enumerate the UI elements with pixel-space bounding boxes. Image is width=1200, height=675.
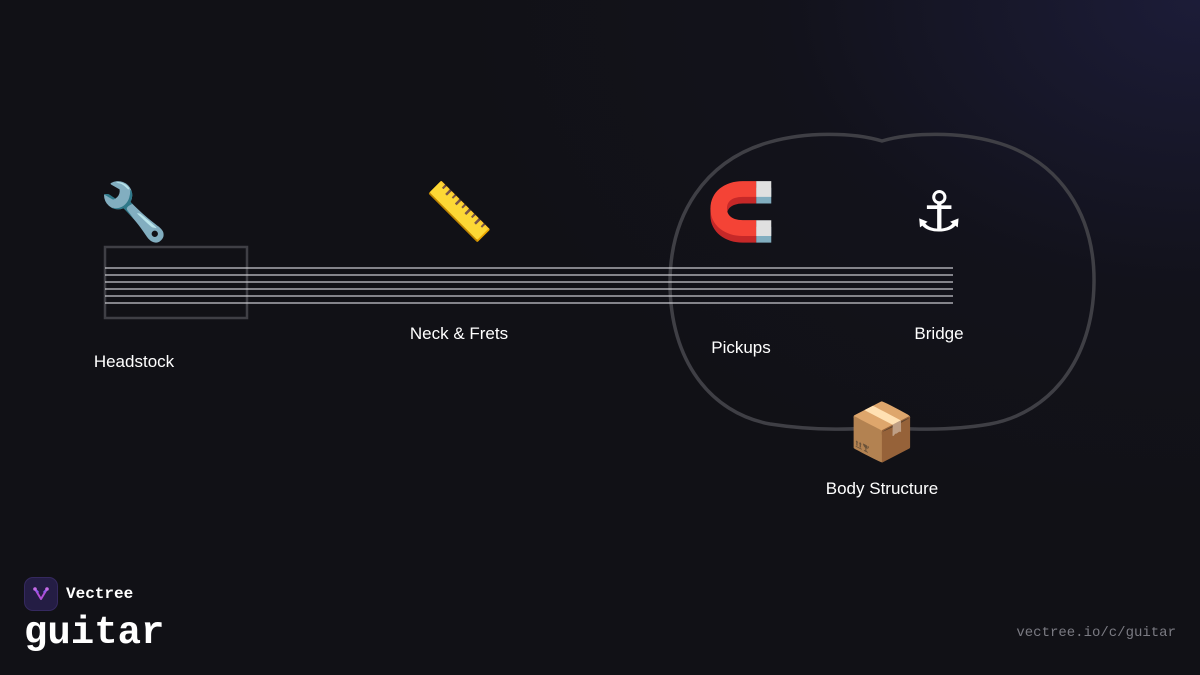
magnet-icon: 🧲 — [706, 180, 776, 245]
node-label-headstock: Headstock — [93, 352, 175, 371]
guitar-body-outline — [668, 132, 1096, 431]
package-icon: 📦 — [847, 400, 917, 465]
node-label-neck-frets: Neck & Frets — [409, 324, 509, 343]
node-label-pickups: Pickups — [711, 338, 771, 357]
wrench-icon: 🔧 — [99, 180, 169, 245]
anchor-icon: ⚓ — [913, 180, 965, 245]
node-label-body-structure: Body Structure — [825, 479, 939, 498]
node-label-bridge: Bridge — [914, 324, 964, 343]
page-url[interactable]: vectree.io/c/guitar — [1016, 625, 1176, 641]
ruler-icon: 📏 — [424, 180, 494, 245]
page-title: guitar — [24, 611, 165, 655]
brand[interactable]: Vectree — [24, 577, 133, 611]
brand-name: Vectree — [66, 585, 134, 603]
strings — [105, 267, 953, 304]
vectree-logo-icon — [24, 577, 58, 611]
